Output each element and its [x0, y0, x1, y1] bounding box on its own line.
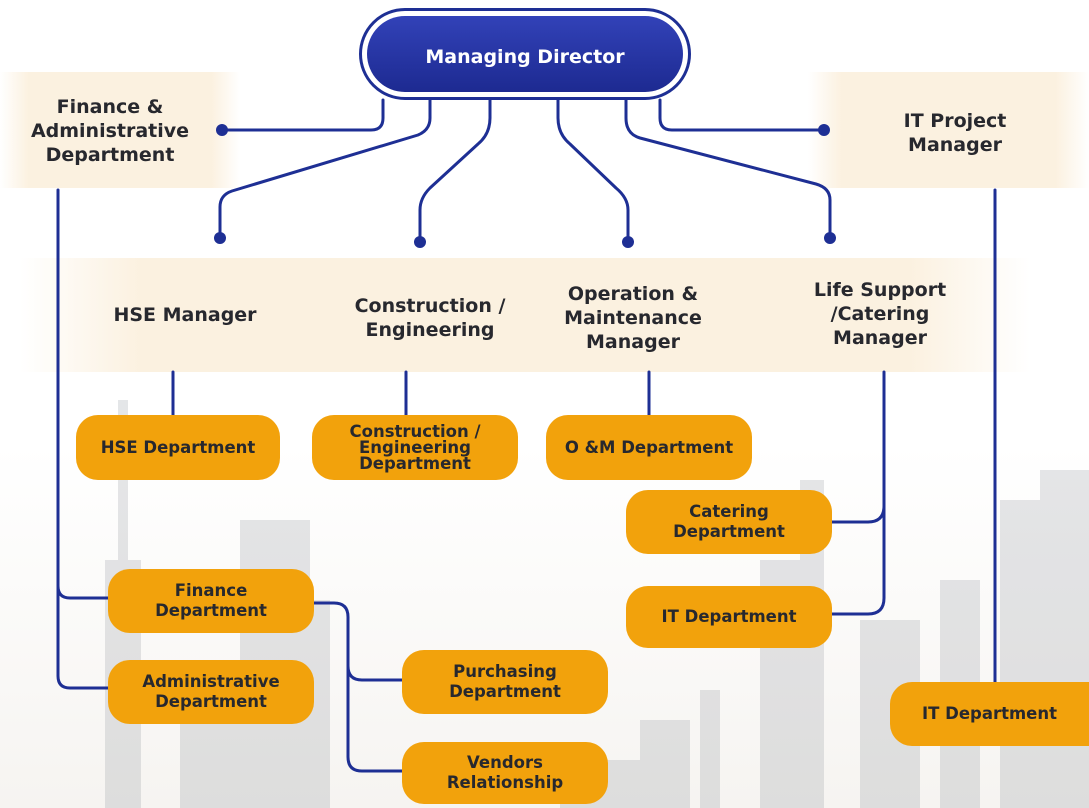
finance-admin-manager-label: Finance & Administrative Department: [30, 96, 190, 166]
administrative-department-node: Administrative Department: [108, 660, 314, 724]
it-project-band: [808, 72, 1089, 188]
hse-manager-label: HSE Manager: [113, 304, 257, 326]
om-department-node: O &M Department: [546, 415, 752, 480]
finance-department-node: Finance Department: [108, 569, 314, 633]
vendors-relationship-node: Vendors Relationship: [402, 742, 608, 804]
catering-department-node: Catering Department: [626, 490, 832, 554]
hse-department-node: HSE Department: [76, 415, 280, 480]
managing-director-label: Managing Director: [367, 16, 683, 92]
managing-director-node: Managing Director: [359, 8, 691, 100]
construction-department-node: Construction / Engineering Department: [312, 415, 518, 480]
construction-manager-label: Construction / Engineering: [354, 295, 506, 341]
managers-band: [20, 258, 1030, 372]
finance-admin-band: [0, 72, 240, 188]
it-department-life-support-node: IT Department: [626, 586, 832, 648]
operation-maintenance-manager-label: Operation & Maintenance Manager: [564, 283, 702, 353]
it-department-project-node: IT Department: [890, 682, 1089, 746]
it-project-manager-label: IT Project Manager: [903, 110, 1007, 156]
purchasing-department-node: Purchasing Department: [402, 650, 608, 714]
life-support-catering-manager-label: Life Support /Catering Manager: [813, 279, 947, 349]
